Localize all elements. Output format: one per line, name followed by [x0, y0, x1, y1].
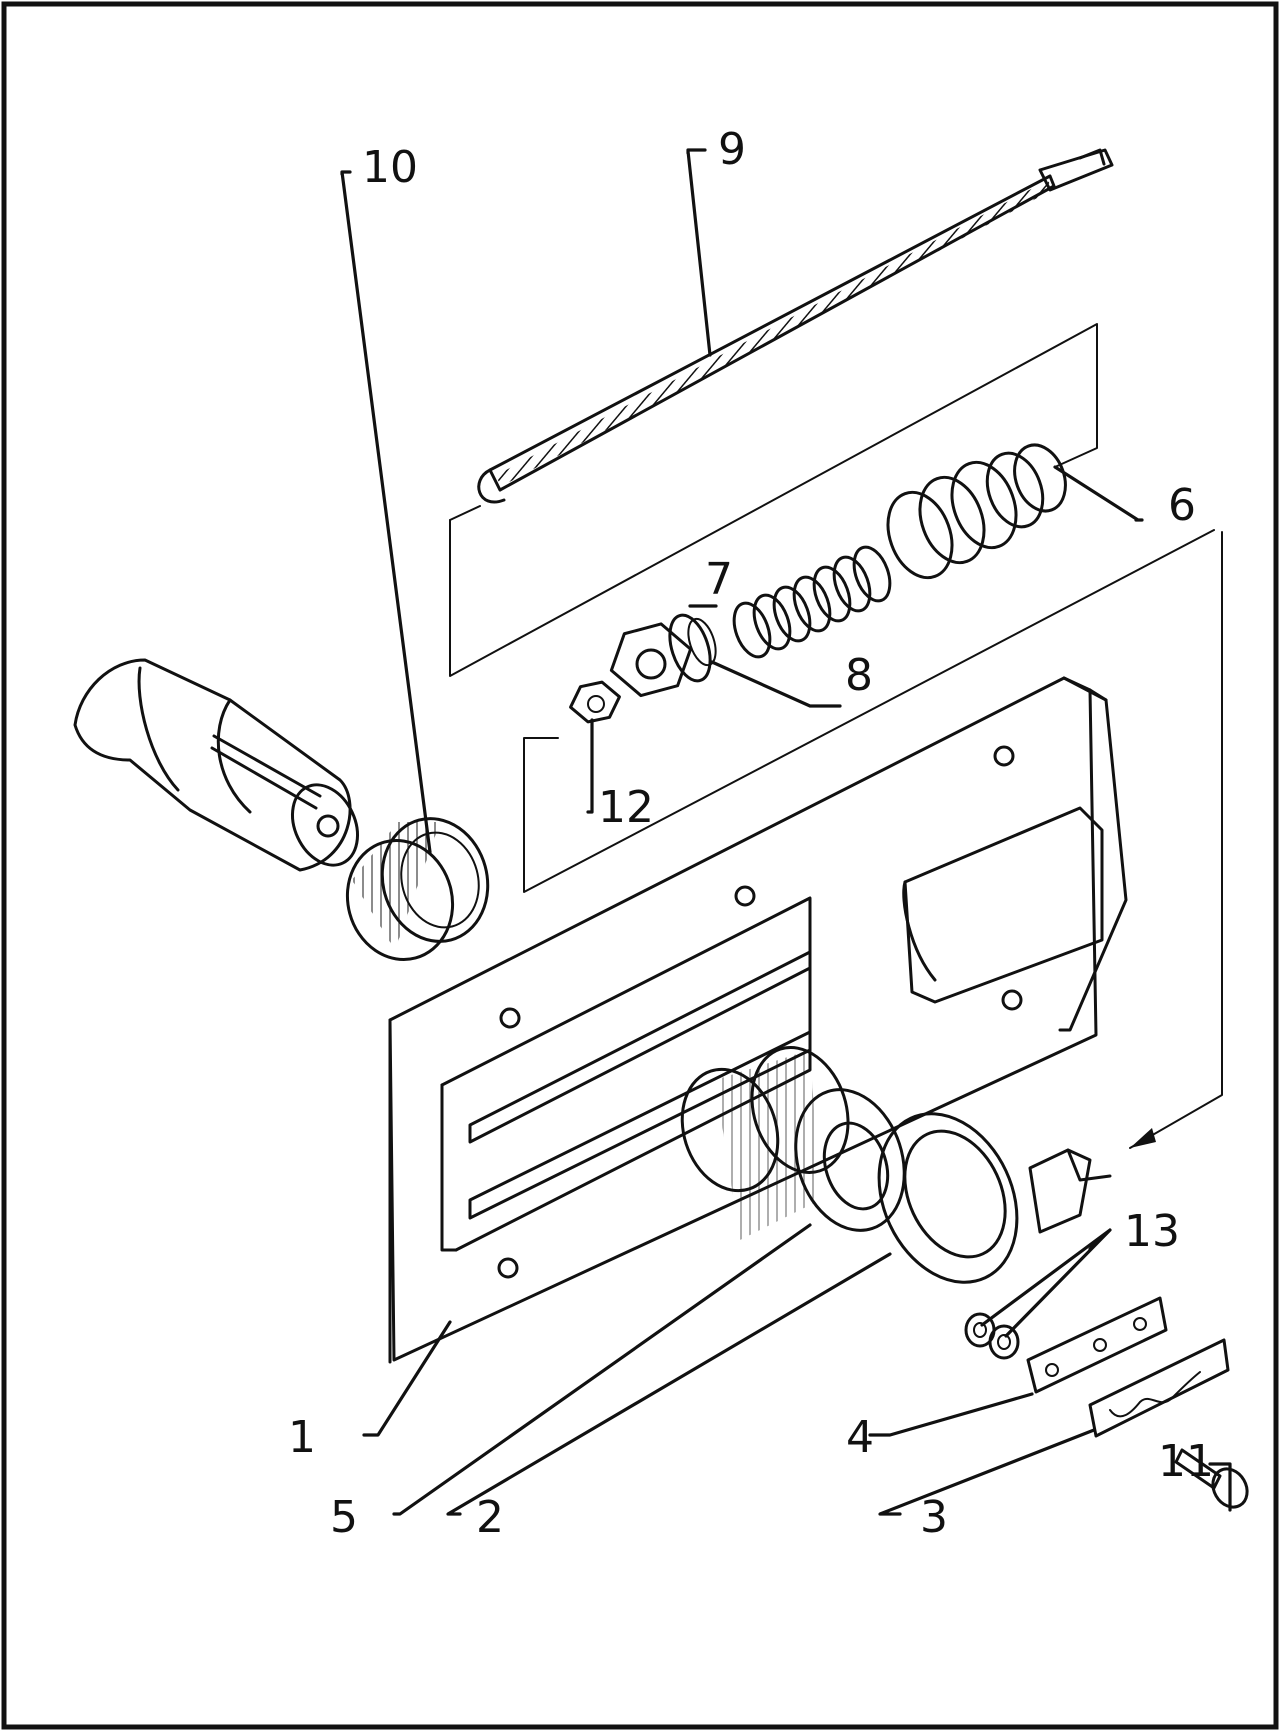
- callout-labels: 1 2 3 4 5 6 7 8 9 10 11 12 13: [288, 124, 1214, 1543]
- callout-1: 1: [288, 1412, 316, 1463]
- part-8-flanged-nut: [609, 613, 717, 698]
- part-7-small-spring: [732, 545, 892, 659]
- part-10-knurled-ring: [345, 817, 490, 961]
- bracket-part-12-group: [523, 529, 1215, 893]
- assembly-arrowhead: [1130, 1128, 1156, 1148]
- part-13-small-washers: [964, 1312, 1020, 1360]
- shaft-end: [73, 658, 359, 872]
- part-6-springs: [886, 443, 1067, 580]
- callout-8: 8: [845, 650, 873, 701]
- part-9-threaded-spindle: [477, 148, 1114, 504]
- callout-12: 12: [598, 782, 654, 833]
- callout-13: 13: [1124, 1206, 1180, 1257]
- callout-2: 2: [476, 1492, 504, 1543]
- callout-5: 5: [330, 1492, 358, 1543]
- part-12-small-nut: [569, 680, 621, 724]
- callout-10: 10: [362, 142, 418, 193]
- part-2-washer-ring: [877, 1112, 1019, 1284]
- part-5-gear-sleeve: [680, 1045, 906, 1240]
- callout-6: 6: [1168, 480, 1196, 531]
- callout-11: 11: [1158, 1436, 1214, 1487]
- part-1-base-plate: [388, 676, 1128, 1364]
- callout-7: 7: [705, 554, 733, 605]
- bracket-part-6-group: [449, 323, 1098, 677]
- assembly-arrow: [1129, 531, 1223, 1149]
- callout-4: 4: [846, 1412, 874, 1463]
- part-11-screw: [1174, 1448, 1249, 1509]
- pinion-shaft: [1028, 1148, 1112, 1234]
- part-3-slotted-plate: [1088, 1338, 1230, 1438]
- bracket-part-6-top: [449, 505, 481, 521]
- callout-9: 9: [718, 124, 746, 175]
- leader-lines: [340, 148, 1232, 1516]
- part-4-flat-plate: [1026, 1296, 1168, 1394]
- callout-3: 3: [920, 1492, 948, 1543]
